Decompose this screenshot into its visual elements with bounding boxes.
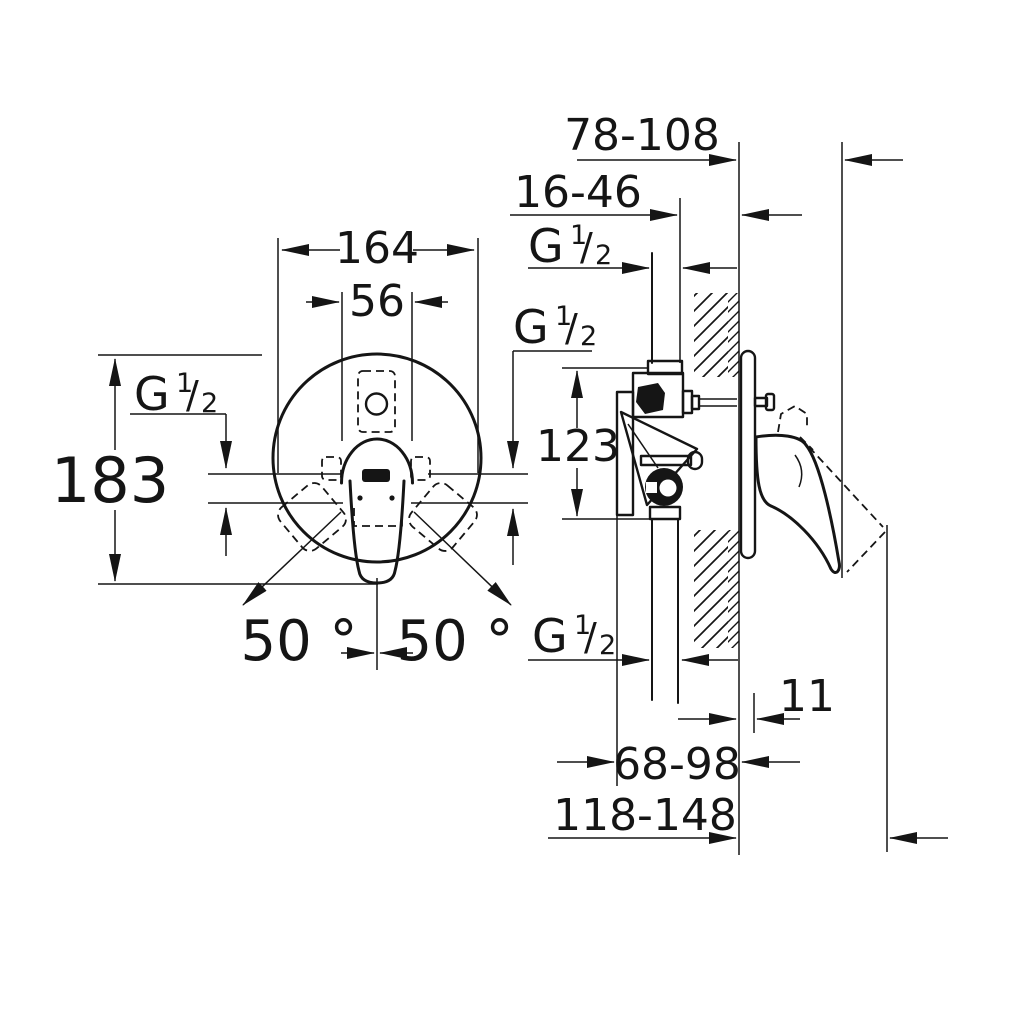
dim-overall-depth: 118-148 <box>553 790 737 841</box>
right-boss-hidden <box>410 456 431 481</box>
thread-label-inlet-right: G 1 / 2 <box>513 300 597 354</box>
dim-handle-protrusion: 78-108 <box>564 110 720 161</box>
handle-dome <box>340 437 414 485</box>
lever-position-right-dashed <box>408 482 478 552</box>
thread-slash: / <box>580 225 593 269</box>
thread-g: G <box>134 367 170 421</box>
cartridge-bar-end <box>686 450 704 471</box>
dim-swing-left: 50 ° <box>240 609 357 674</box>
wedge-inner-line <box>627 423 659 469</box>
handle-raised-hidden-top <box>777 405 808 433</box>
escutcheon-plate-front <box>271 352 483 564</box>
spindle-knob <box>764 392 776 412</box>
spindle-through-wall <box>699 398 737 407</box>
wall-hatch-top <box>694 293 728 377</box>
thread-numerator: 1 <box>555 301 572 332</box>
plaster-hatch-bottom <box>728 530 739 648</box>
front-dimensions: 164 56 183 G 1 / 2 50 ° 50 ° G 1 / 2 <box>51 223 597 674</box>
thread-denominator: 2 <box>201 388 218 419</box>
inlet-pipe-lines <box>208 473 528 504</box>
handle-logo-slot <box>362 469 390 482</box>
side-dimensions: 78-108 16-46 G 1 / 2 123 G 1 / 2 <box>510 110 948 844</box>
thread-label-top-outlet: G 1 / 2 <box>528 219 612 273</box>
thread-g: G <box>513 300 549 354</box>
lever-position-left-dashed <box>277 482 347 552</box>
handle-detail-curve <box>794 454 803 488</box>
dim-overall-height: 183 <box>51 444 169 517</box>
seal-ring-hole <box>659 479 677 497</box>
dim-outlet-spacing: 123 <box>536 421 620 472</box>
thread-label-bottom-outlet: G 1 / 2 <box>532 609 616 663</box>
swing-left-leader <box>242 511 342 606</box>
escutcheon-plate-side <box>739 349 757 560</box>
left-boss-hidden <box>321 456 342 481</box>
handle-dot-left <box>357 495 363 501</box>
front-view <box>208 352 528 670</box>
handle-raised-hidden-edge2 <box>846 531 886 573</box>
wall-hatch-bottom <box>694 530 728 648</box>
thread-slash: / <box>186 373 199 417</box>
valve-nut-section <box>636 383 665 414</box>
cartridge-bar <box>639 454 693 467</box>
side-view <box>615 142 888 855</box>
thread-label-inlet-left: G 1 / 2 <box>134 367 218 421</box>
dim-body-depth: 68-98 <box>613 739 741 790</box>
seal-ring-gap <box>646 482 657 493</box>
handle-dot-right <box>389 495 395 501</box>
dim-plate-diameter: 164 <box>335 223 419 274</box>
spindle-stub-inner <box>681 389 694 415</box>
plaster-hatch-top <box>728 293 739 377</box>
thread-denominator: 2 <box>580 321 597 352</box>
dim-hub-width: 56 <box>349 276 405 327</box>
top-outlet-screw <box>364 392 389 416</box>
lever-handle-side <box>754 433 841 574</box>
valve-bottom-block <box>648 505 682 521</box>
dim-housing-to-wall: 16-46 <box>514 167 642 218</box>
thread-slash: / <box>584 615 597 659</box>
thread-numerator: 1 <box>574 610 591 641</box>
swing-right-leader <box>413 511 512 606</box>
thread-slash: / <box>565 306 578 350</box>
thread-g: G <box>532 609 568 663</box>
spindle-stub-outer <box>690 394 701 411</box>
thread-denominator: 2 <box>599 630 616 661</box>
thread-denominator: 2 <box>595 240 612 271</box>
thread-numerator: 1 <box>570 220 587 251</box>
dim-plate-clearance: 11 <box>779 671 835 722</box>
dim-swing-right: 50 ° <box>396 609 513 674</box>
thread-g: G <box>528 219 564 273</box>
hidden-body-below-lever <box>353 508 403 527</box>
top-outlet-hidden-box <box>357 370 396 433</box>
handle-raised-hidden-edge1 <box>808 446 884 528</box>
thread-numerator: 1 <box>176 368 193 399</box>
